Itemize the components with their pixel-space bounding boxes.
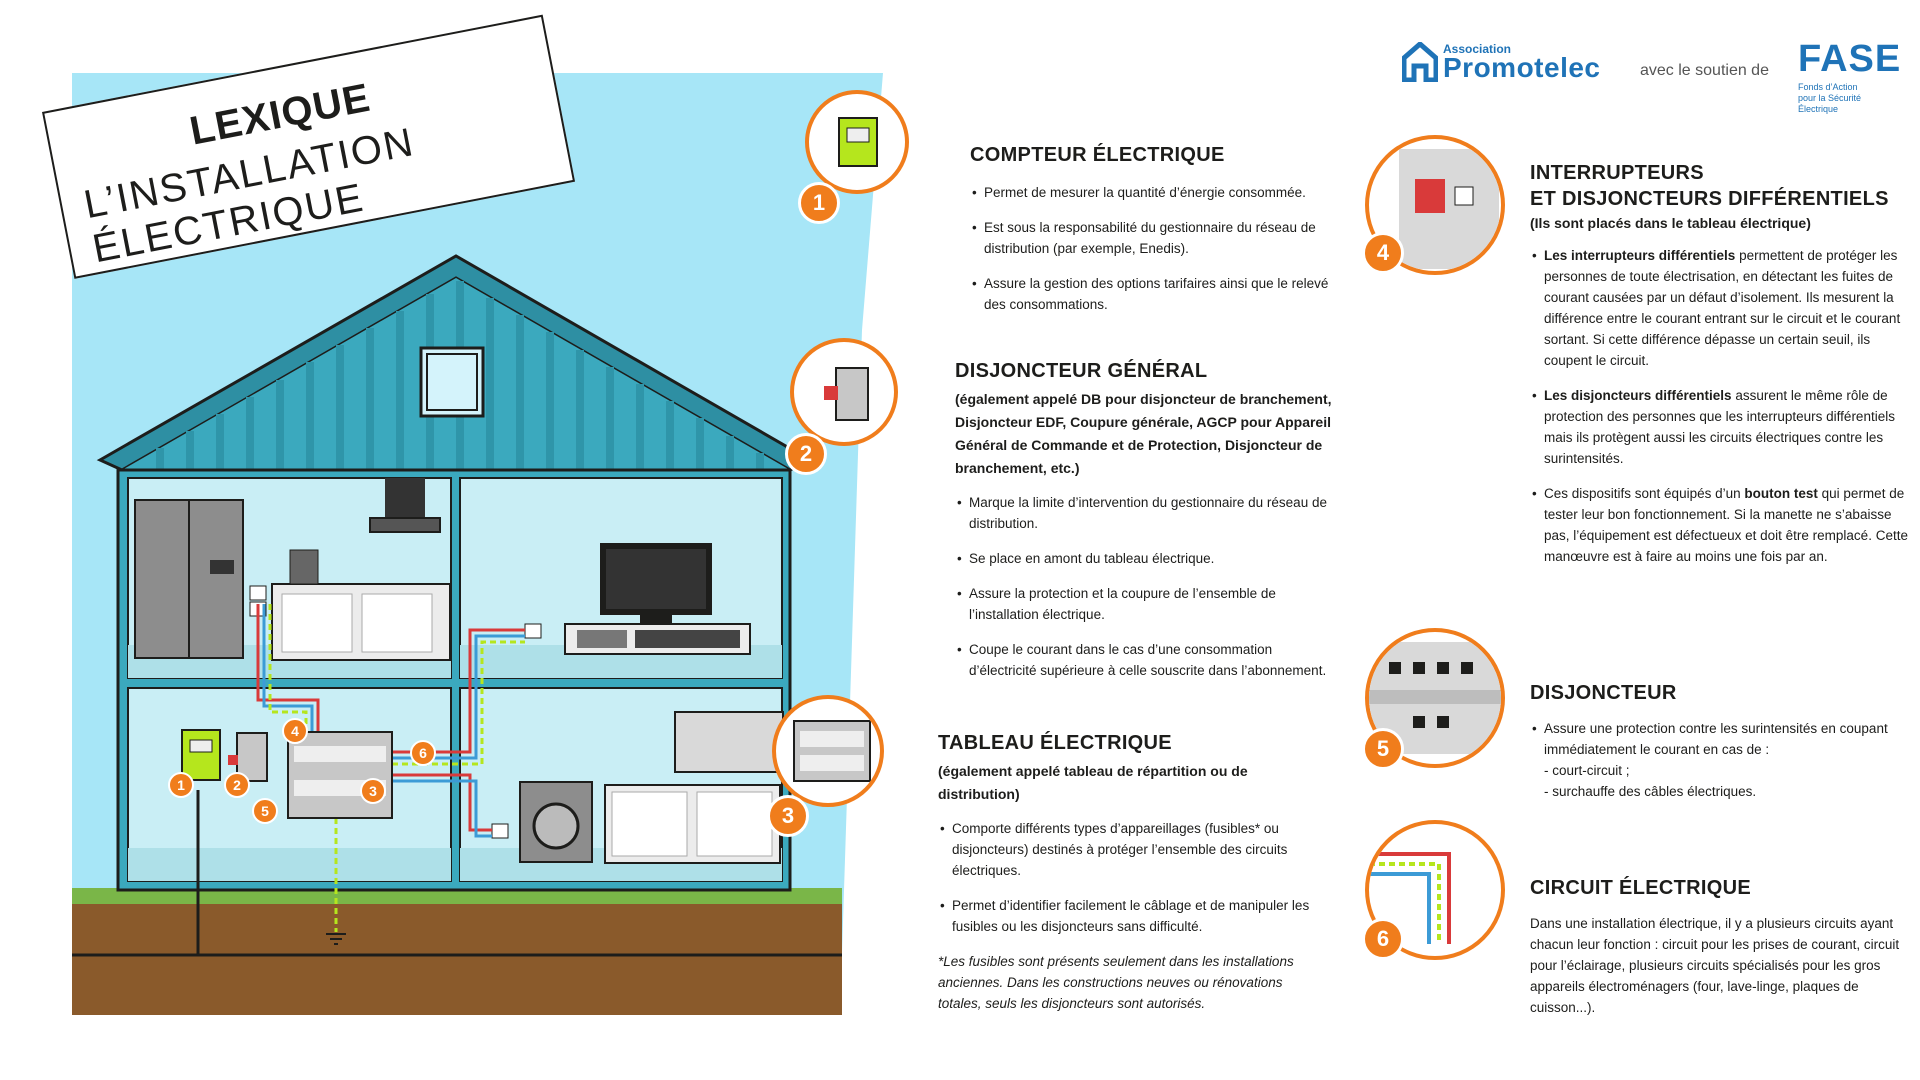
interrupteurs-bullet-bold: Les disjoncteurs différentiels: [1544, 388, 1732, 403]
tableau-subtitle: (également appelé tableau de répartition…: [938, 763, 1248, 802]
interrupteurs-title-1: INTERRUPTEURS: [1530, 162, 1704, 184]
disjoncteur-general-title: DISJONCTEUR GÉNÉRAL: [955, 360, 1208, 382]
attic-window: [419, 346, 485, 418]
disjoncteur-general-bullet: Se place en amont du tableau électrique.: [955, 548, 1335, 569]
circuit-title: CIRCUIT ÉLECTRIQUE: [1530, 877, 1751, 899]
interrupteurs-title-2: ET DISJONCTEURS DIFFÉRENTIELS: [1530, 188, 1889, 210]
house-badge-2: 2: [224, 772, 250, 798]
badge-2: 2: [785, 433, 827, 475]
interrupteurs-bullet: Les interrupteurs différentiels permette…: [1530, 245, 1910, 371]
panel-small: [287, 731, 393, 819]
logo-association: Association: [1443, 42, 1512, 56]
badge-3: 3: [767, 795, 809, 837]
badge-6: 6: [1362, 918, 1404, 960]
disjoncteur-title: DISJONCTEUR: [1530, 682, 1677, 704]
logo-promotelec: Promotelec: [1443, 52, 1601, 83]
disjoncteur-bullet: Assure une protection contre les surinte…: [1530, 718, 1900, 760]
interrupteurs-bullet-text: permettent de protéger les personnes de …: [1544, 248, 1901, 368]
tableau-bullet: Comporte différents types d’appareillage…: [938, 818, 1318, 881]
disjoncteur-general-subtitle: (également appelé DB pour disjoncteur de…: [955, 391, 1332, 476]
disjoncteur-general-bullet: Coupe le courant dans le cas d’une conso…: [955, 639, 1335, 681]
interrupteurs-bullet-text: qui permet de tester leur bon fonctionne…: [1544, 486, 1908, 564]
interrupteurs-bullet-text: assurent le même rôle de protection des …: [1544, 388, 1895, 466]
section-compteur: COMPTEUR ÉLECTRIQUE Permet de mesurer la…: [970, 142, 1340, 315]
badge-4: 4: [1362, 232, 1404, 274]
interrupteurs-bullet-bold: Les interrupteurs différentiels: [1544, 248, 1736, 263]
interrupteurs-bullet-bold: bouton test: [1744, 486, 1818, 501]
house-badge-1: 1: [168, 772, 194, 798]
logo-fase: FASE: [1798, 38, 1902, 80]
section-disjoncteur-general: DISJONCTEUR GÉNÉRAL (également appelé DB…: [955, 358, 1335, 681]
meter-icon: [805, 90, 909, 194]
disjoncteur-item: - surchauffe des câbles électriques.: [1544, 784, 1757, 799]
interrupteurs-bullet-text: Ces dispositifs sont équipés d’un: [1544, 486, 1741, 501]
tableau-bullet: Permet d’identifier facilement le câblag…: [938, 895, 1318, 937]
house-badge-3: 3: [360, 778, 386, 804]
compteur-title: COMPTEUR ÉLECTRIQUE: [970, 144, 1225, 166]
section-tableau: TABLEAU ÉLECTRIQUE (également appelé tab…: [938, 730, 1318, 1014]
panel-icon: [772, 695, 884, 807]
disjoncteur-general-bullet: Marque la limite d’intervention du gesti…: [955, 492, 1335, 534]
section-interrupteurs: INTERRUPTEURS ET DISJONCTEURS DIFFÉRENTI…: [1530, 160, 1910, 567]
interrupteurs-subtitle: (Ils sont placés dans le tableau électri…: [1530, 215, 1811, 231]
hood: [385, 478, 425, 518]
badge-1: 1: [798, 182, 840, 224]
tableau-note: *Les fusibles sont présents seulement da…: [938, 954, 1294, 1011]
logo-avec: avec le soutien de: [1640, 62, 1769, 79]
logo-fase-sub: Fonds d’Action pour la Sécurité Électriq…: [1798, 82, 1862, 114]
circuit-text: Dans une installation électrique, il y a…: [1530, 916, 1900, 1015]
disjoncteur-item: - court-circuit ;: [1544, 763, 1630, 778]
section-circuit: CIRCUIT ÉLECTRIQUE Dans une installation…: [1530, 875, 1910, 1018]
compteur-bullet: Est sous la responsabilité du gestionnai…: [970, 217, 1340, 259]
tableau-title: TABLEAU ÉLECTRIQUE: [938, 732, 1172, 754]
compteur-bullet: Assure la gestion des options tarifaires…: [970, 273, 1340, 315]
badge-5: 5: [1362, 728, 1404, 770]
house-badge-6: 6: [410, 740, 436, 766]
section-disjoncteur: DISJONCTEUR Assure une protection contre…: [1530, 680, 1900, 802]
interrupteurs-bullet: Les disjoncteurs différentiels assurent …: [1530, 385, 1910, 469]
meter-small: [181, 729, 221, 781]
disjoncteur-general-bullet: Assure la protection et la coupure de l’…: [955, 583, 1335, 625]
grass: [72, 888, 842, 906]
ground: [72, 904, 842, 1015]
interrupteurs-bullet: Ces dispositifs sont équipés d’un bouton…: [1530, 483, 1910, 567]
main-breaker-icon: [790, 338, 898, 446]
house-badge-5: 5: [252, 798, 278, 824]
compteur-bullet: Permet de mesurer la quantité d’énergie …: [970, 182, 1340, 203]
promotelec-house-icon: [1401, 40, 1439, 87]
house-badge-4: 4: [282, 718, 308, 744]
